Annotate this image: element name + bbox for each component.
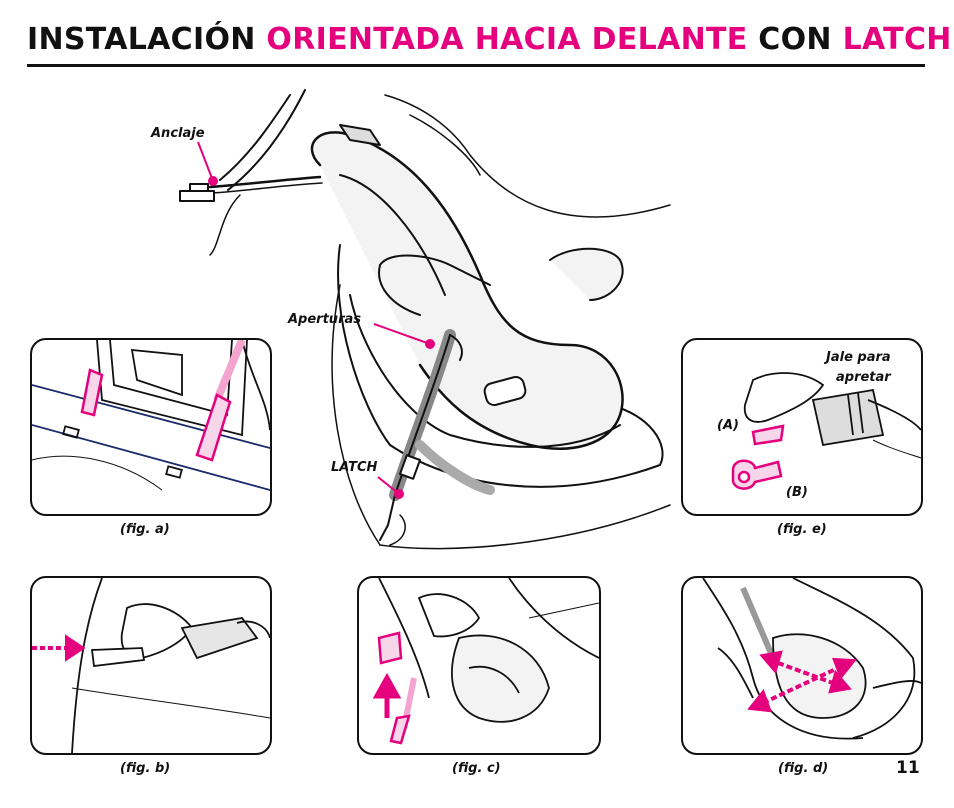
label-a: (A) [717,418,739,433]
fig-b-illustration [32,578,270,753]
fig-d-panel [681,576,923,755]
fig-c-caption: (fig. c) [452,761,501,776]
fig-b-caption: (fig. b) [120,761,171,776]
fig-e-caption: (fig. e) [777,522,827,537]
fig-c-panel [357,576,601,755]
title-part-2: ORIENTADA HACIA DELANTE [266,22,748,57]
fig-a-illustration [32,340,270,491]
label-b: (B) [786,485,808,500]
fig-e-illustration [731,372,921,490]
title-part-1: INSTALACIÓN [27,22,267,57]
fig-d-caption: (fig. d) [778,761,829,776]
title-rule [27,64,925,67]
label-anclaje: Anclaje [151,126,205,141]
fig-a-caption: (fig. a) [120,522,170,537]
fig-b-panel [30,576,272,755]
fig-a-panel [30,338,272,516]
label-aperturas: Aperturas [288,312,361,327]
label-apretar: apretar [836,370,891,385]
car-seat-illustration [179,89,671,550]
fig-e-panel [681,338,923,516]
fig-d-illustration [702,578,921,740]
fig-c-illustration [372,578,599,745]
label-latch: LATCH [331,460,378,475]
page-title: INSTALACIÓN ORIENTADA HACIA DELANTE CON … [27,22,952,57]
title-part-4: LATCH [842,22,952,57]
title-part-3: CON [747,22,843,57]
page-number: 11 [896,758,920,778]
label-jale-para: Jale para [826,350,891,365]
